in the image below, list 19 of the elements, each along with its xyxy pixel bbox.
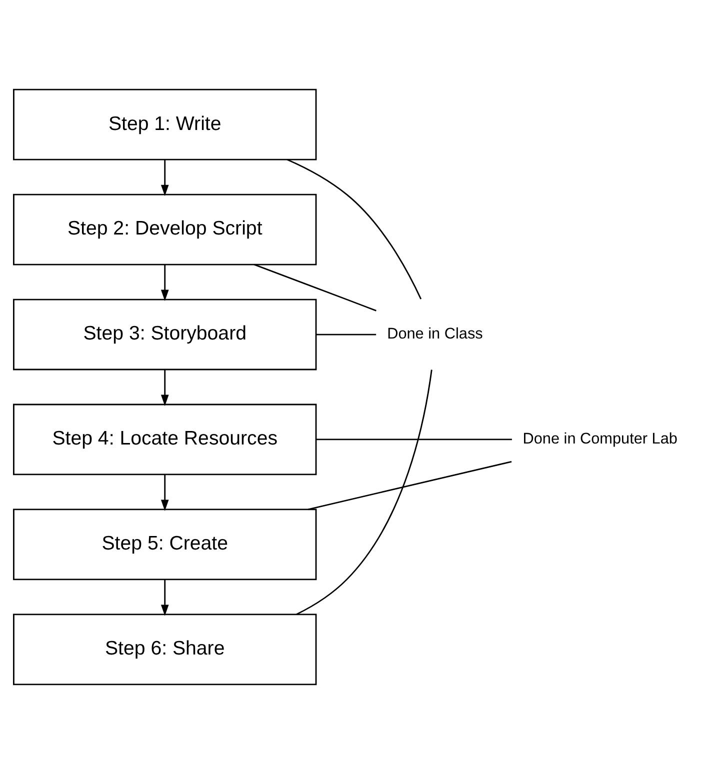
connector — [286, 158, 422, 300]
node-box: Step 1: Write — [13, 88, 317, 160]
node-box: Step 5: Create — [13, 508, 317, 580]
arrow — [160, 370, 169, 406]
arrow — [160, 160, 169, 196]
node-text: Done in Class — [387, 325, 483, 342]
arrow — [160, 264, 169, 302]
node-text: Done in Computer Lab — [522, 430, 678, 448]
node-box: Step 6: Share — [13, 614, 317, 686]
node-box: Step 2: Develop Script — [13, 194, 317, 266]
arrow — [160, 580, 169, 616]
connector — [254, 264, 376, 312]
connector — [316, 438, 512, 440]
connector — [296, 370, 432, 615]
node-box: Step 3: Storyboard — [13, 298, 317, 370]
node-box: Step 4: Locate Resources — [13, 404, 317, 476]
connector — [308, 461, 512, 510]
arrow — [160, 474, 169, 511]
connector — [316, 334, 376, 336]
